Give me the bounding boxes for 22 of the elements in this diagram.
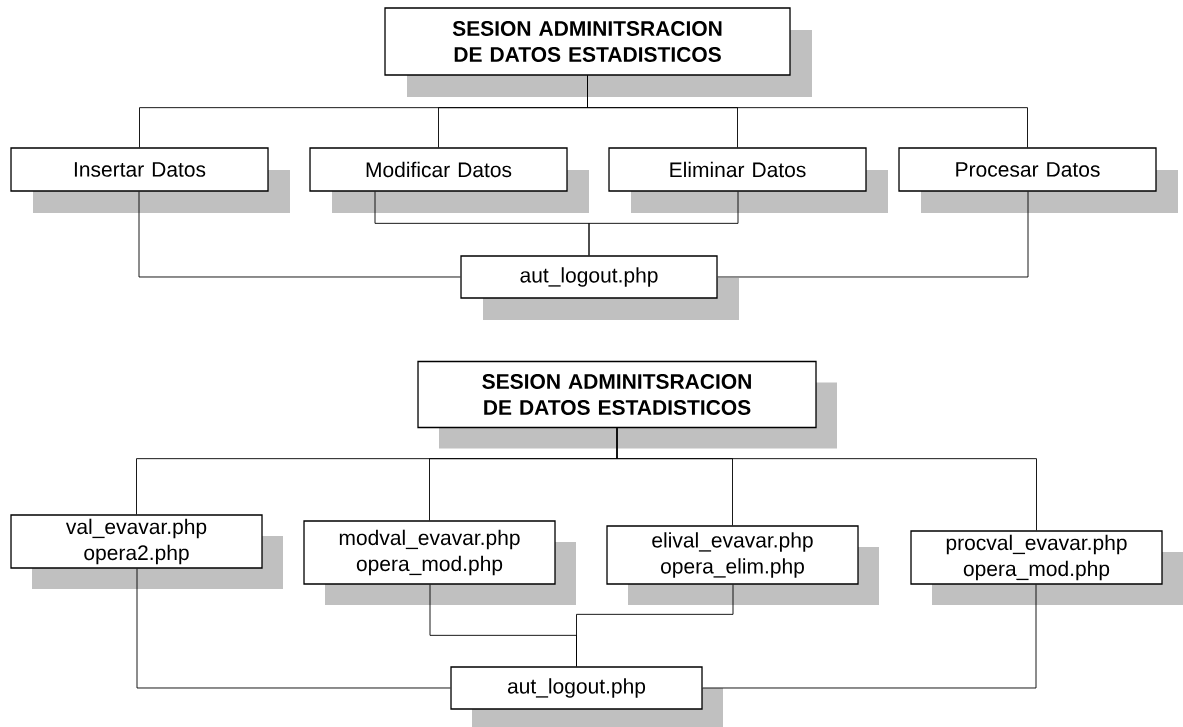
process-box: Modificar Datos	[309, 147, 589, 213]
connector-line	[136, 568, 451, 689]
process-box: procval_evavar.php opera_mod.php	[910, 530, 1183, 605]
process-box: modval_evavar.php opera_mod.php	[303, 520, 576, 605]
connector-line	[587, 75, 1028, 148]
process-box: SESION ADMINITSRACION DE DATOS ESTADISTICOS	[417, 360, 837, 449]
process-box: aut_logout.php	[450, 666, 723, 727]
process-box: aut_logout.php	[460, 255, 739, 320]
node-label: procval_evavar.php	[946, 534, 1127, 555]
process-box: SESION ADMINITSRACION DE DATOS ESTADISTICOS	[384, 7, 812, 97]
node-label: val_evavar.php	[65, 518, 207, 539]
process-box: elival_evavar.php opera_elim.php	[606, 525, 879, 605]
process-box: val_evavar.php opera2.php	[10, 514, 283, 589]
connector-line	[588, 191, 739, 256]
process-box: Procesar Datos	[898, 147, 1178, 213]
process-box: Insertar Datos	[10, 147, 290, 213]
process-box: Eliminar Datos	[608, 147, 888, 213]
connector-line	[616, 427, 1037, 531]
connector-line	[576, 584, 734, 667]
connector-line	[138, 191, 461, 278]
connector-line	[702, 584, 1037, 689]
connector-line	[717, 191, 1029, 278]
